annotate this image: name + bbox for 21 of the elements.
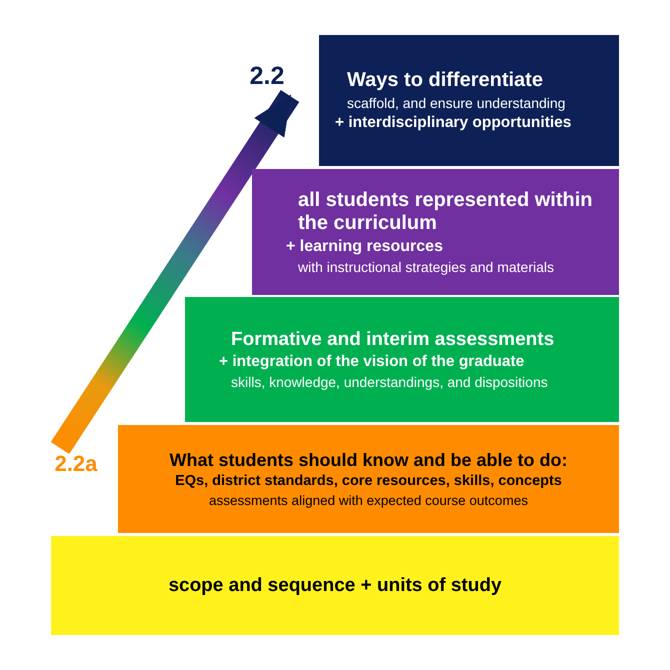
heading: What students should know and be able to do: [168, 450, 568, 470]
step-box [319, 35, 619, 166]
heading: Ways to differentiate [347, 69, 544, 92]
gradient-arrow [50, 90, 300, 454]
heading: scope and sequence + units of study [167, 574, 503, 596]
description: with instructional strategies and materials [298, 259, 556, 276]
step-box [185, 297, 619, 422]
subheading: + learning resources [286, 238, 444, 256]
description: + interdisciplinary opportunities [335, 114, 572, 132]
heading: Formative and interim assessments [231, 328, 556, 350]
step-box [51, 536, 619, 635]
subheading: scaffold, and ensure understanding [347, 95, 566, 112]
description: skills, knowledge, understandings, and dispositions [231, 374, 549, 390]
step-box [118, 425, 619, 533]
step-box [252, 169, 619, 295]
level-label: 2.2a [44, 448, 108, 480]
description: assessments aligned with expected course outcomes [208, 492, 529, 508]
subheading: EQs, district standards, core resources, skills, concepts [174, 473, 563, 490]
level-label: 2.2 [236, 58, 298, 94]
heading: all students represented within the curriculum [298, 188, 594, 235]
subheading: + integration of the vision of the graduate [219, 353, 526, 372]
